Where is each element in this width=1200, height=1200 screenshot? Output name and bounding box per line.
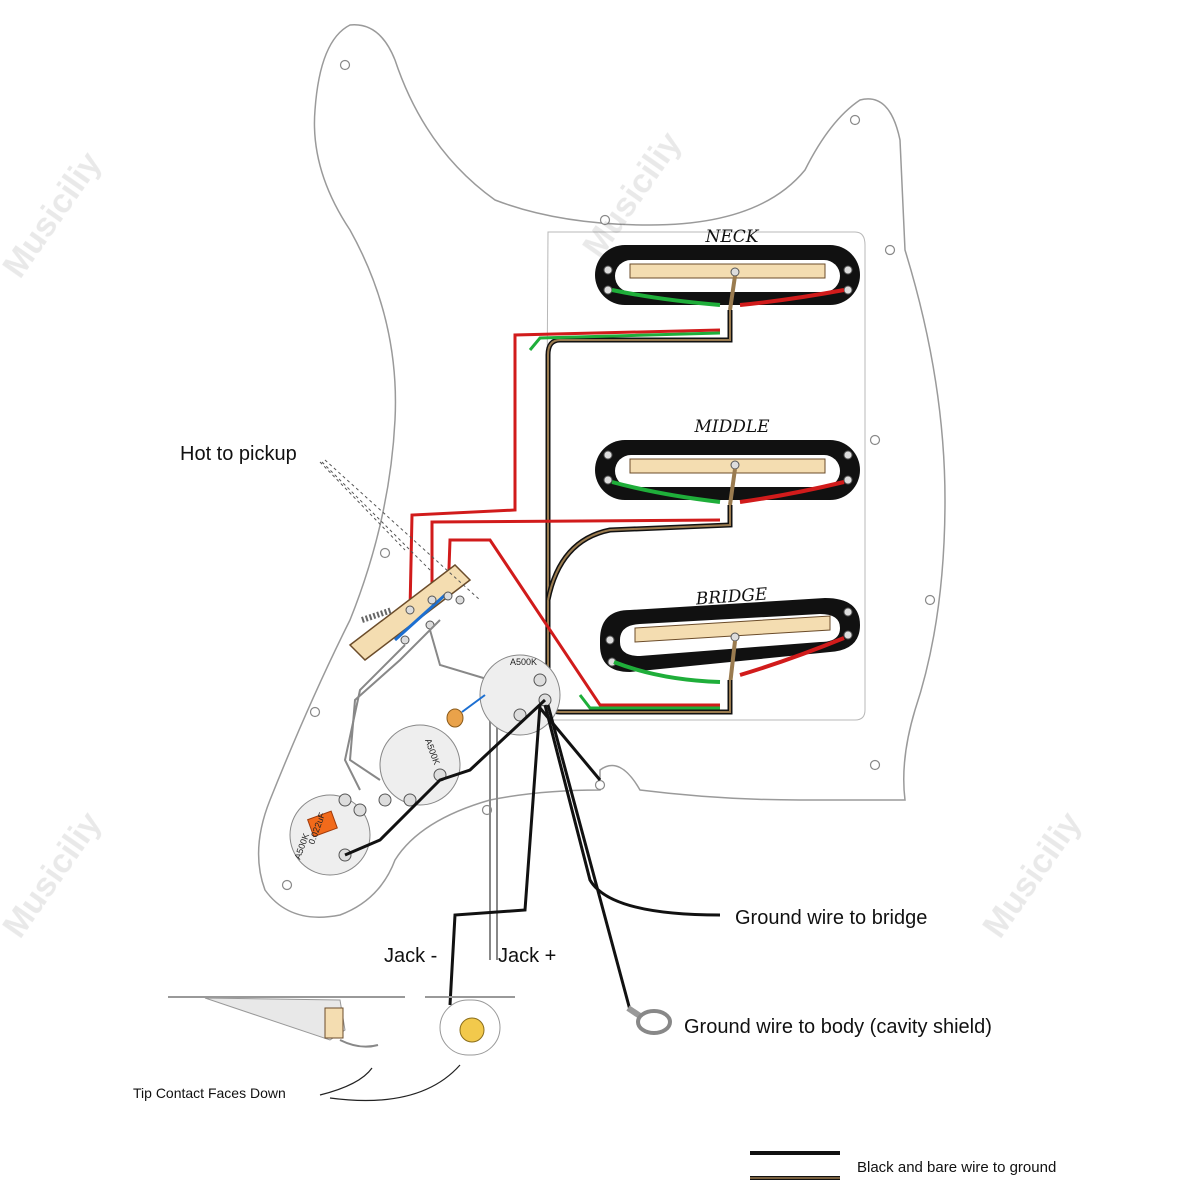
jack-minus-label: Jack -	[384, 945, 437, 967]
hot-pointer-lines	[319, 459, 481, 601]
pickup-neck: NECK	[595, 227, 860, 311]
output-jack	[425, 996, 515, 1056]
svg-text:Musiciliy: Musiciliy	[0, 145, 109, 285]
tone-pot-2: A500K 0.022uF	[289, 793, 371, 876]
svg-text:Musiciliy: Musiciliy	[975, 805, 1089, 945]
legend-ground-label: Black and bare wire to ground	[857, 1159, 1056, 1176]
tip-contact-detail	[168, 996, 461, 1102]
five-way-switch	[348, 564, 472, 661]
screw-holes	[281, 59, 936, 891]
tip-contact-label: Tip Contact Faces Down	[133, 1085, 286, 1101]
ground-lug	[626, 1005, 672, 1035]
ground-wires	[344, 698, 721, 1011]
ground-body-label: Ground wire to body (cavity shield)	[684, 1016, 992, 1038]
hot-wires	[408, 328, 721, 710]
hot-to-pickup-label: Hot to pickup	[180, 443, 297, 465]
ground-bridge-label: Ground wire to bridge	[735, 907, 927, 929]
ceramic-capacitor	[446, 694, 486, 728]
jack-plus-label: Jack +	[498, 945, 556, 967]
legend: Black and bare wire to ground	[750, 1151, 1056, 1180]
svg-text:Musiciliy: Musiciliy	[0, 805, 109, 945]
pickup-middle-label: MIDDLE	[693, 417, 770, 437]
volume-pot-label: A500K	[510, 657, 537, 667]
pickup-middle: MIDDLE	[595, 417, 860, 506]
pickup-bridge: BRIDGE	[600, 584, 860, 686]
pickup-neck-label: NECK	[705, 227, 760, 247]
